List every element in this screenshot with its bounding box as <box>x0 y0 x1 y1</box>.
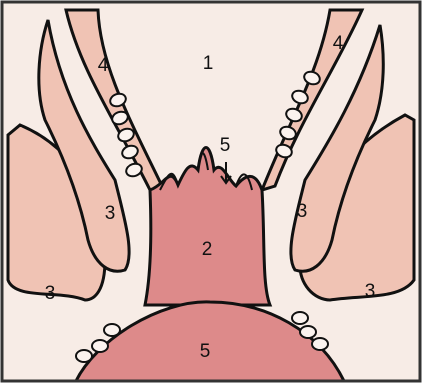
label-3-left-lower: 3 <box>45 283 56 304</box>
label-5-top: 5 <box>220 135 231 156</box>
label-4-left: 4 <box>98 55 109 76</box>
label-5-bottom: 5 <box>200 341 211 362</box>
label-3-right-lower: 3 <box>365 281 376 302</box>
label-3-right-upper: 3 <box>297 201 308 222</box>
label-2: 2 <box>202 239 213 260</box>
label-4-right: 4 <box>333 33 344 54</box>
label-1: 1 <box>203 53 214 74</box>
label-3-left-upper: 3 <box>105 203 116 224</box>
